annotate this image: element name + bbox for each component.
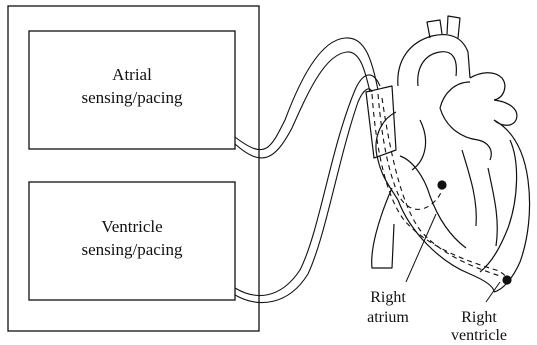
right-atrium-label-line2: atrium [367, 309, 409, 326]
atrial-module-label-line2: sensing/pacing [81, 88, 183, 107]
ventricle-module-label-line1: Ventricle [101, 217, 162, 236]
pacemaker-housing [8, 6, 259, 331]
right-ventricle-label-line1: Right [461, 309, 497, 326]
ventricle-lead-wire [235, 75, 380, 303]
right-atrium-label-line1: Right [370, 289, 406, 306]
heart-illustration [366, 16, 530, 292]
atrial-module-label-line1: Atrial [112, 65, 152, 84]
right-ventricle-pointer [486, 282, 500, 302]
ventricle-module-label-line2: sensing/pacing [81, 240, 183, 259]
ventricular-electrode-tip [502, 275, 511, 284]
right-ventricle-label-line2: ventricle [451, 327, 507, 344]
atrial-lead-wire [235, 38, 378, 158]
atrial-electrode-tip [437, 180, 446, 189]
